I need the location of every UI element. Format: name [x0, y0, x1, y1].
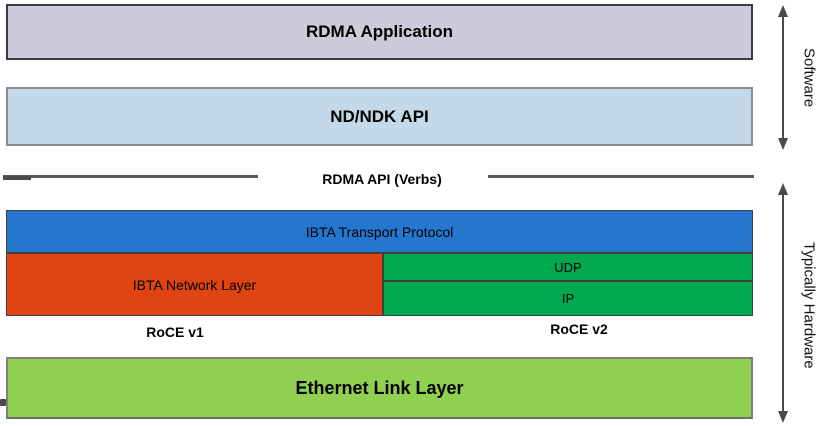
ip-label: IP [561, 291, 575, 306]
ibta-network-layer-box: IBTA Network Layer [6, 253, 383, 316]
typically-hardware-range-arrow-icon [778, 183, 788, 423]
software-range-arrow-icon [778, 5, 788, 150]
ibta-transport-protocol-label: IBTA Transport Protocol [305, 223, 454, 240]
roce-v1-label: RoCE v1 [146, 324, 204, 340]
ip-box: IP [383, 281, 753, 316]
rdma-application-box: RDMA Application [6, 4, 753, 60]
left-edge-tick [0, 399, 6, 406]
nd-ndk-api-label: ND/NDK API [330, 106, 429, 126]
verbs-divider-line-left-cap [3, 176, 31, 180]
typically-hardware-side-label: Typically Hardware [800, 241, 818, 369]
verbs-divider-line-left [3, 175, 258, 178]
ibta-network-layer-label: IBTA Network Layer [132, 276, 257, 293]
rdma-application-label: RDMA Application [305, 22, 453, 41]
ethernet-link-layer-box: Ethernet Link Layer [6, 357, 753, 419]
udp-box: UDP [383, 253, 753, 281]
rdma-api-verbs-label: RDMA API (Verbs) [322, 171, 442, 187]
verbs-divider-line-right [488, 175, 754, 178]
nd-ndk-api-box: ND/NDK API [6, 87, 753, 146]
udp-label: UDP [554, 259, 582, 275]
software-side-label: Software [800, 48, 818, 108]
roce-v2-label: RoCE v2 [550, 321, 608, 337]
ethernet-link-layer-label: Ethernet Link Layer [295, 377, 464, 398]
ibta-transport-protocol-box: IBTA Transport Protocol [6, 210, 753, 253]
